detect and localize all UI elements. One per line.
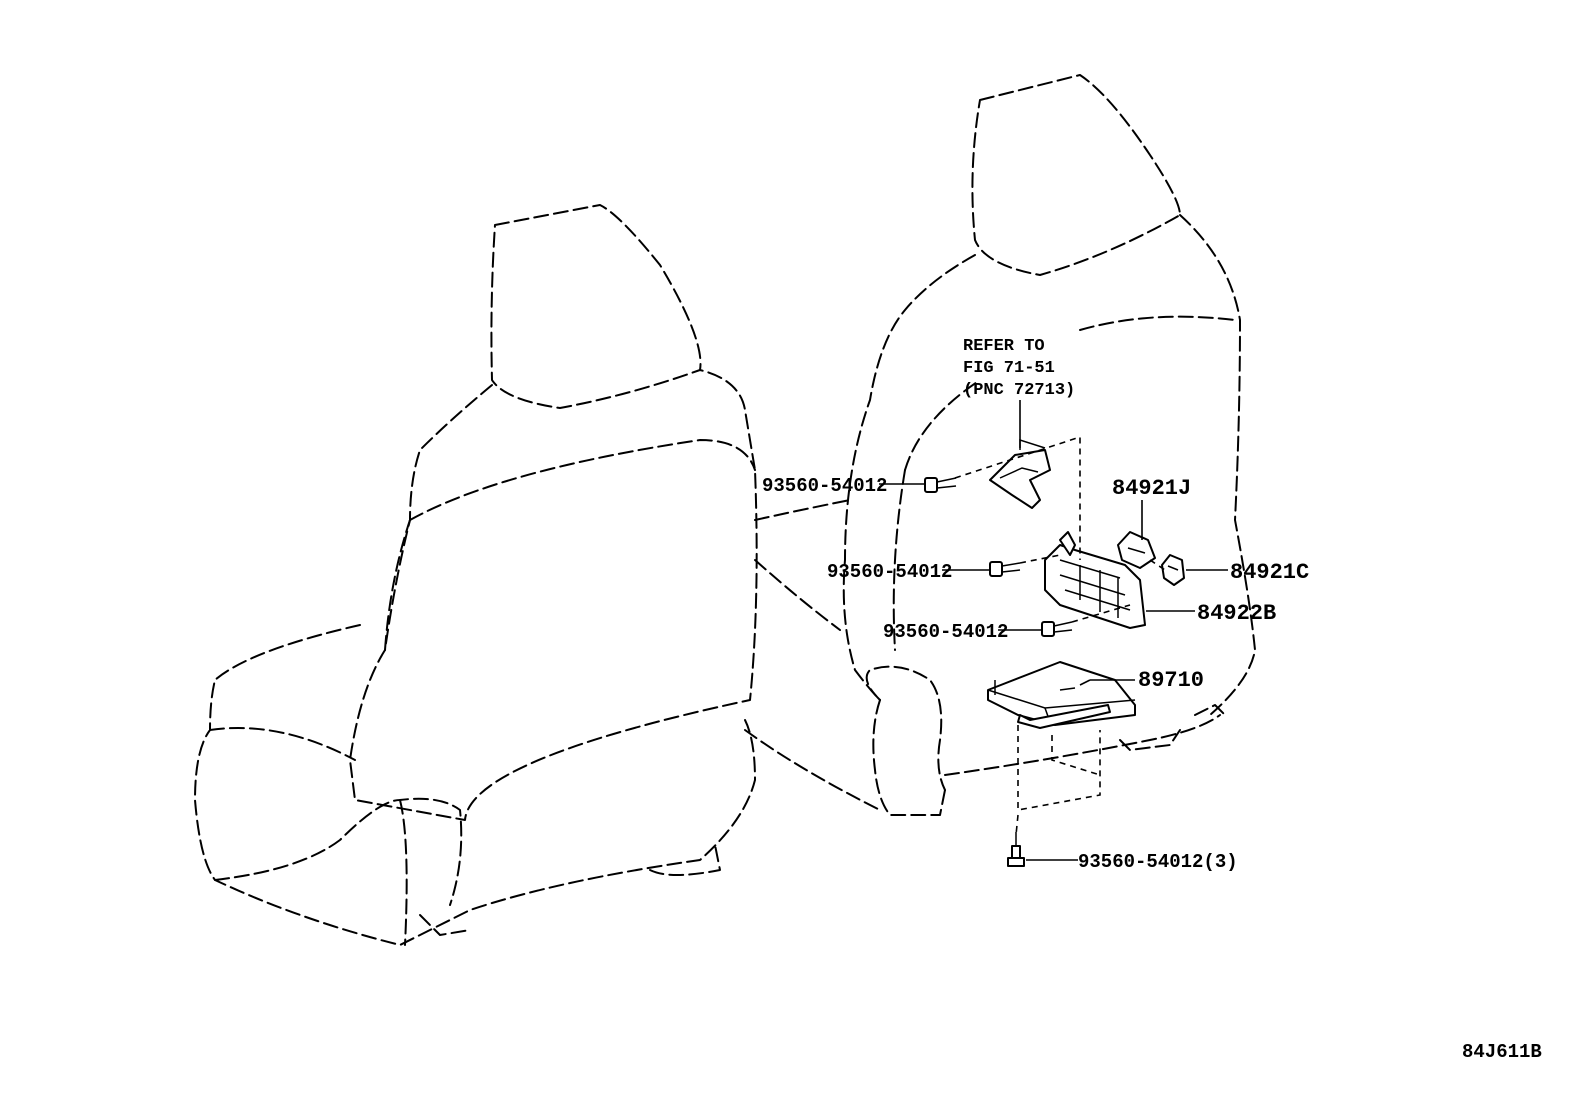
reference-note-line2: FIG 71-51 (963, 359, 1055, 378)
label-bolt-lower: 93560-54012 (883, 621, 1008, 643)
reference-note-line1: REFER TO (963, 337, 1045, 356)
left-seat (194, 204, 881, 946)
reference-note-line3: (PNC 72713) (963, 381, 1075, 400)
bolt-middle (989, 561, 1021, 577)
connector-84921j (1117, 500, 1156, 569)
label-89710: 89710 (1138, 668, 1204, 693)
leader-lines (879, 483, 1228, 861)
label-84921j: 84921J (1112, 476, 1191, 501)
label-bolt-middle: 93560-54012 (827, 561, 952, 583)
label-bolt-bottom: 93560-54012(3) (1078, 851, 1238, 873)
bolt-upper (924, 477, 957, 493)
label-bolt-upper: 93560-54012 (762, 475, 887, 497)
control-module-84922b (1044, 531, 1146, 629)
connector-84921c (1161, 554, 1185, 586)
bolt-bottom (1007, 832, 1025, 867)
label-84922b: 84922B (1197, 601, 1276, 626)
ecu-89710 (987, 661, 1136, 729)
assembly-guides (954, 435, 1166, 836)
seat-bracket (989, 400, 1051, 509)
figure-code: 84J611B (1462, 1041, 1542, 1063)
label-84921c: 84921C (1230, 560, 1309, 585)
bolt-lower (1041, 621, 1073, 637)
right-seat (842, 74, 1256, 816)
